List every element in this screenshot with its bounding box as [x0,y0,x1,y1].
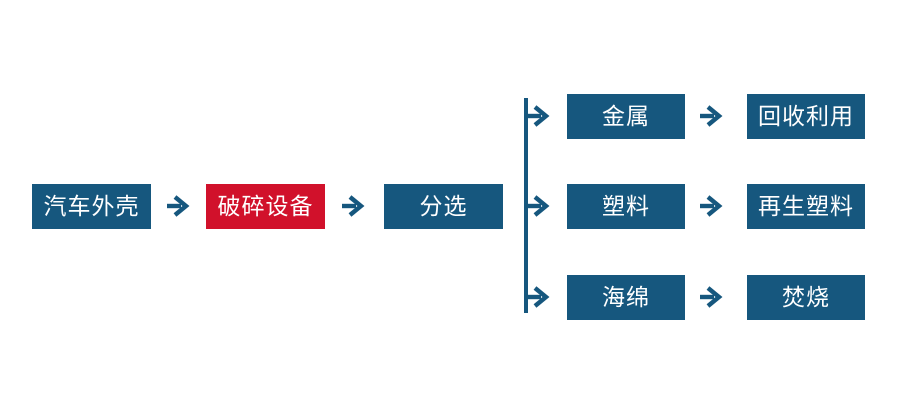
arrow-right-icon [698,104,724,128]
branch-connector-line [524,98,528,313]
node-sorting: 分选 [384,184,503,229]
node-crushing-equipment: 破碎设备 [206,184,325,229]
arrow-right-icon [698,194,724,218]
arrow-right-icon [698,285,724,309]
node-sponge: 海绵 [567,275,685,320]
arrow-right-icon [165,194,191,218]
node-incineration: 焚烧 [747,275,865,320]
arrow-right-icon [525,104,551,128]
node-recycle-reuse: 回收利用 [747,94,865,139]
arrow-right-icon [525,285,551,309]
node-car-shell: 汽车外壳 [32,184,151,229]
arrow-right-icon [525,194,551,218]
node-metal: 金属 [567,94,685,139]
node-plastic: 塑料 [567,184,685,229]
node-recycled-plastic: 再生塑料 [747,184,865,229]
arrow-right-icon [340,194,366,218]
